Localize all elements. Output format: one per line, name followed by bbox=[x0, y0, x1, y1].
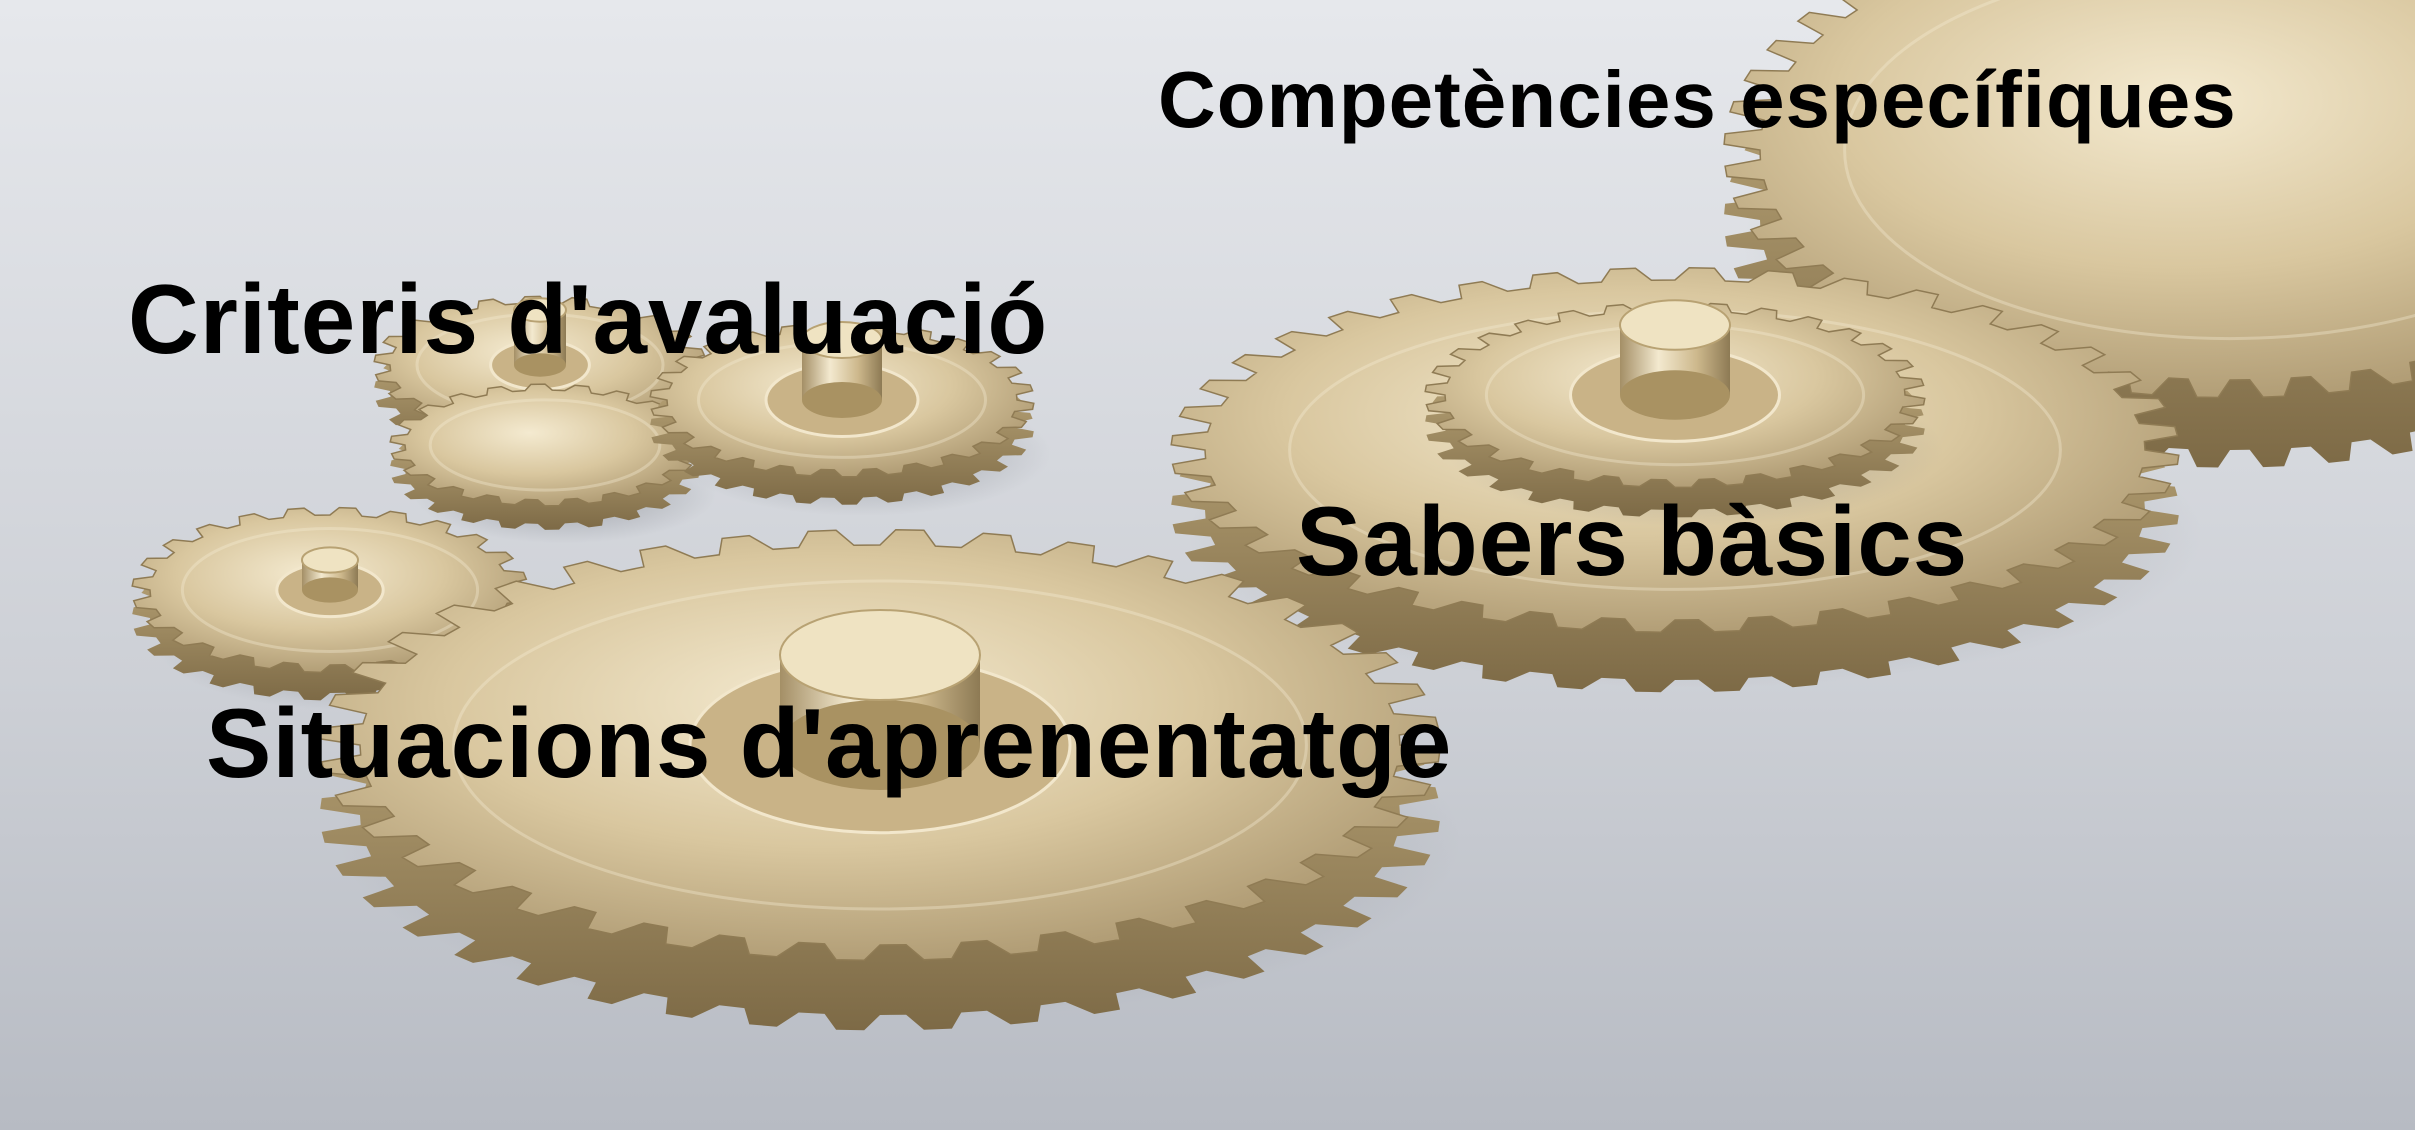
gear-highlight bbox=[452, 579, 1308, 911]
hub-base bbox=[780, 700, 980, 790]
gear-face bbox=[389, 383, 701, 507]
gear-highlight bbox=[1843, 0, 2415, 341]
hub-top bbox=[801, 321, 883, 359]
gear-icon bbox=[1424, 299, 1944, 527]
gear-highlight bbox=[428, 398, 662, 492]
gears-group bbox=[131, 0, 2415, 1031]
hub-base bbox=[802, 382, 882, 418]
label-competencies-especifiques: Competències específiques bbox=[1158, 55, 2237, 144]
label-situacions-aprenentatge: Situacions d'aprenentatge bbox=[206, 688, 1453, 798]
hub-top bbox=[779, 609, 981, 701]
hub-top bbox=[301, 546, 359, 574]
hub-base bbox=[302, 577, 358, 603]
gear-highlight bbox=[180, 527, 480, 653]
label-criteris-avaluacio: Criteris d'avaluació bbox=[128, 264, 1049, 374]
hub-top bbox=[513, 297, 567, 323]
gear-icon bbox=[649, 321, 1051, 516]
gear-icon bbox=[319, 528, 1462, 1031]
hub-base bbox=[1620, 370, 1730, 420]
hub-base bbox=[514, 353, 566, 377]
gear-icon bbox=[389, 383, 717, 544]
label-sabers-basics: Sabers bàsics bbox=[1296, 486, 1969, 596]
hub-top bbox=[1619, 299, 1731, 351]
